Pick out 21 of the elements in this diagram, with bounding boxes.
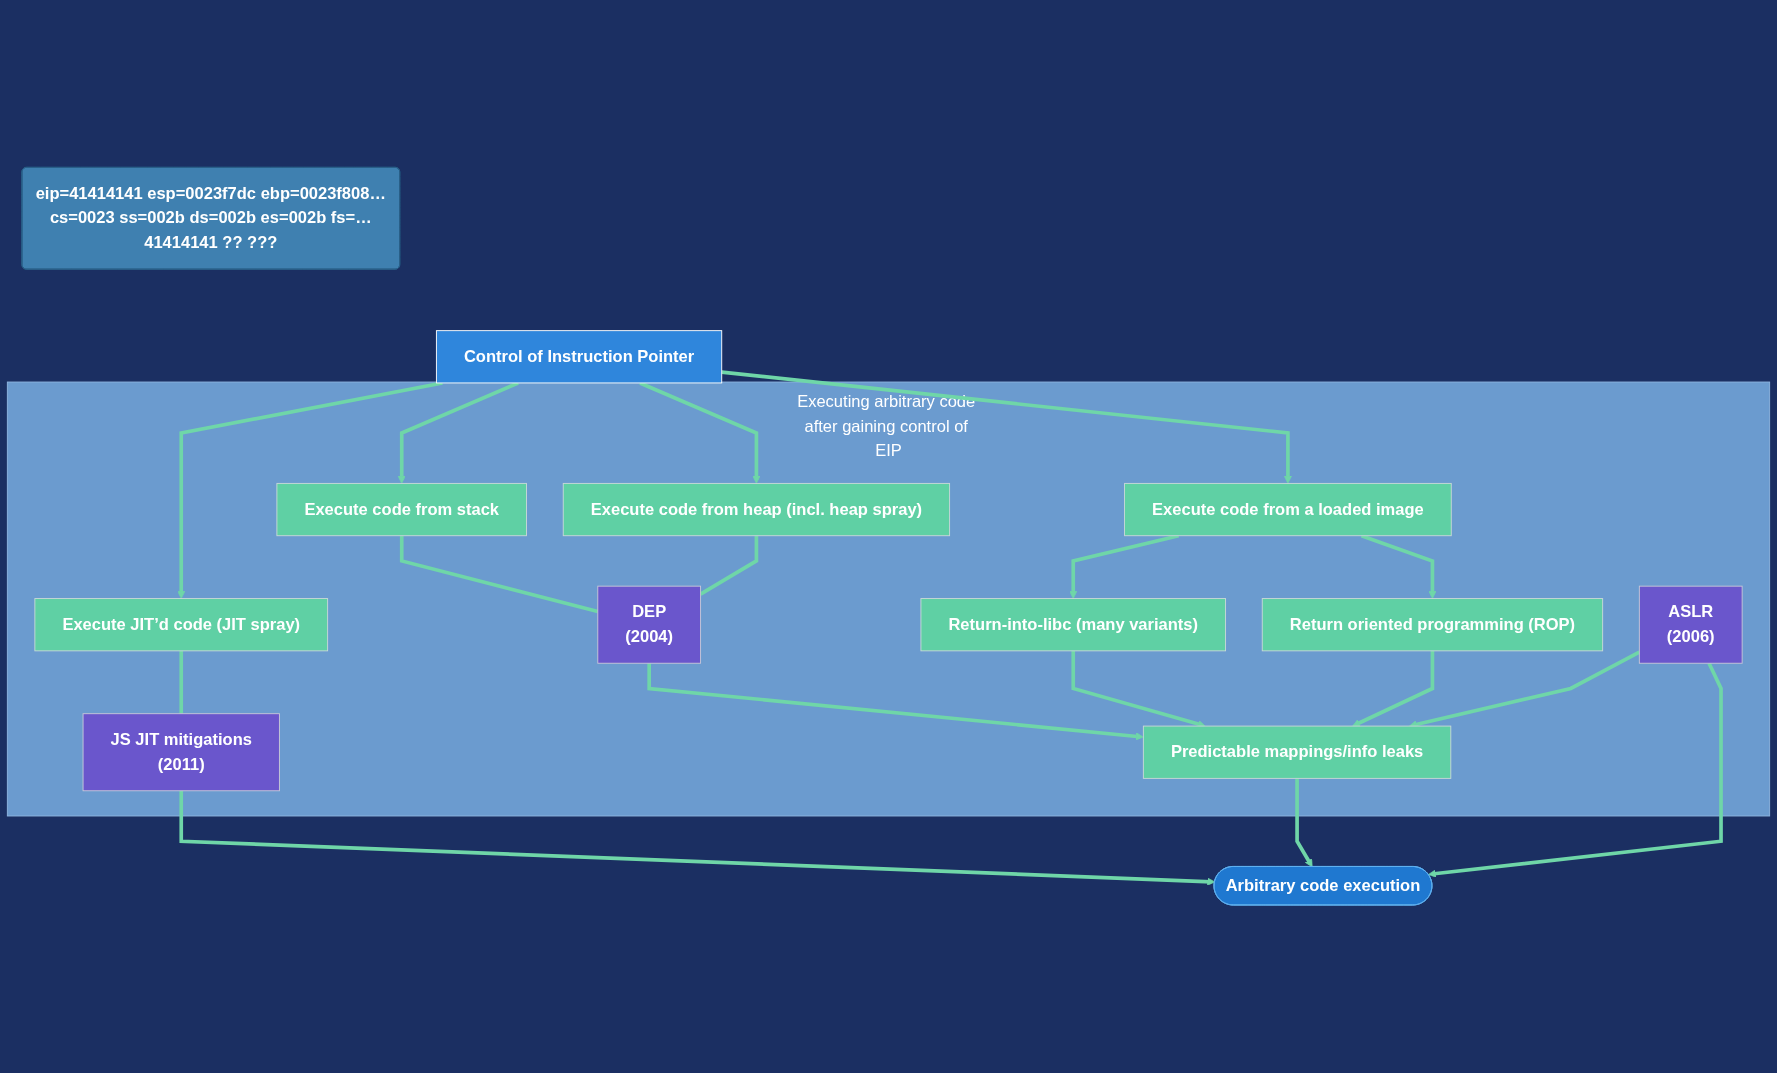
connector [179, 651, 184, 714]
node-box: Control of Instruction Pointer [435, 330, 723, 384]
node-box: ASLR (2006) [1638, 586, 1743, 664]
arrow [1428, 662, 1723, 878]
node-box: Execute code from heap (incl. heap spray) [562, 483, 951, 537]
arrow [647, 663, 1144, 741]
node-box: Return-into-libc (many variants) [920, 598, 1226, 652]
node-box: Predictable mappings/info leaks [1142, 725, 1452, 780]
arrow [1352, 651, 1435, 727]
arrow [1295, 778, 1313, 868]
arrow [177, 381, 443, 600]
node-box: Execute JIT’d code (JIT spray) [34, 598, 329, 652]
connector [699, 536, 759, 597]
node-box: Return oriented programming (ROP) [1261, 598, 1604, 652]
connector [399, 536, 599, 614]
node-box: DEP (2004) [597, 586, 702, 664]
node-box: JS JIT mitigations (2011) [82, 713, 280, 792]
node-box: Execute code from stack [276, 483, 527, 537]
node-box: Execute code from a loaded image [1124, 483, 1452, 537]
arrow [179, 791, 1216, 886]
arrow [721, 370, 1292, 485]
